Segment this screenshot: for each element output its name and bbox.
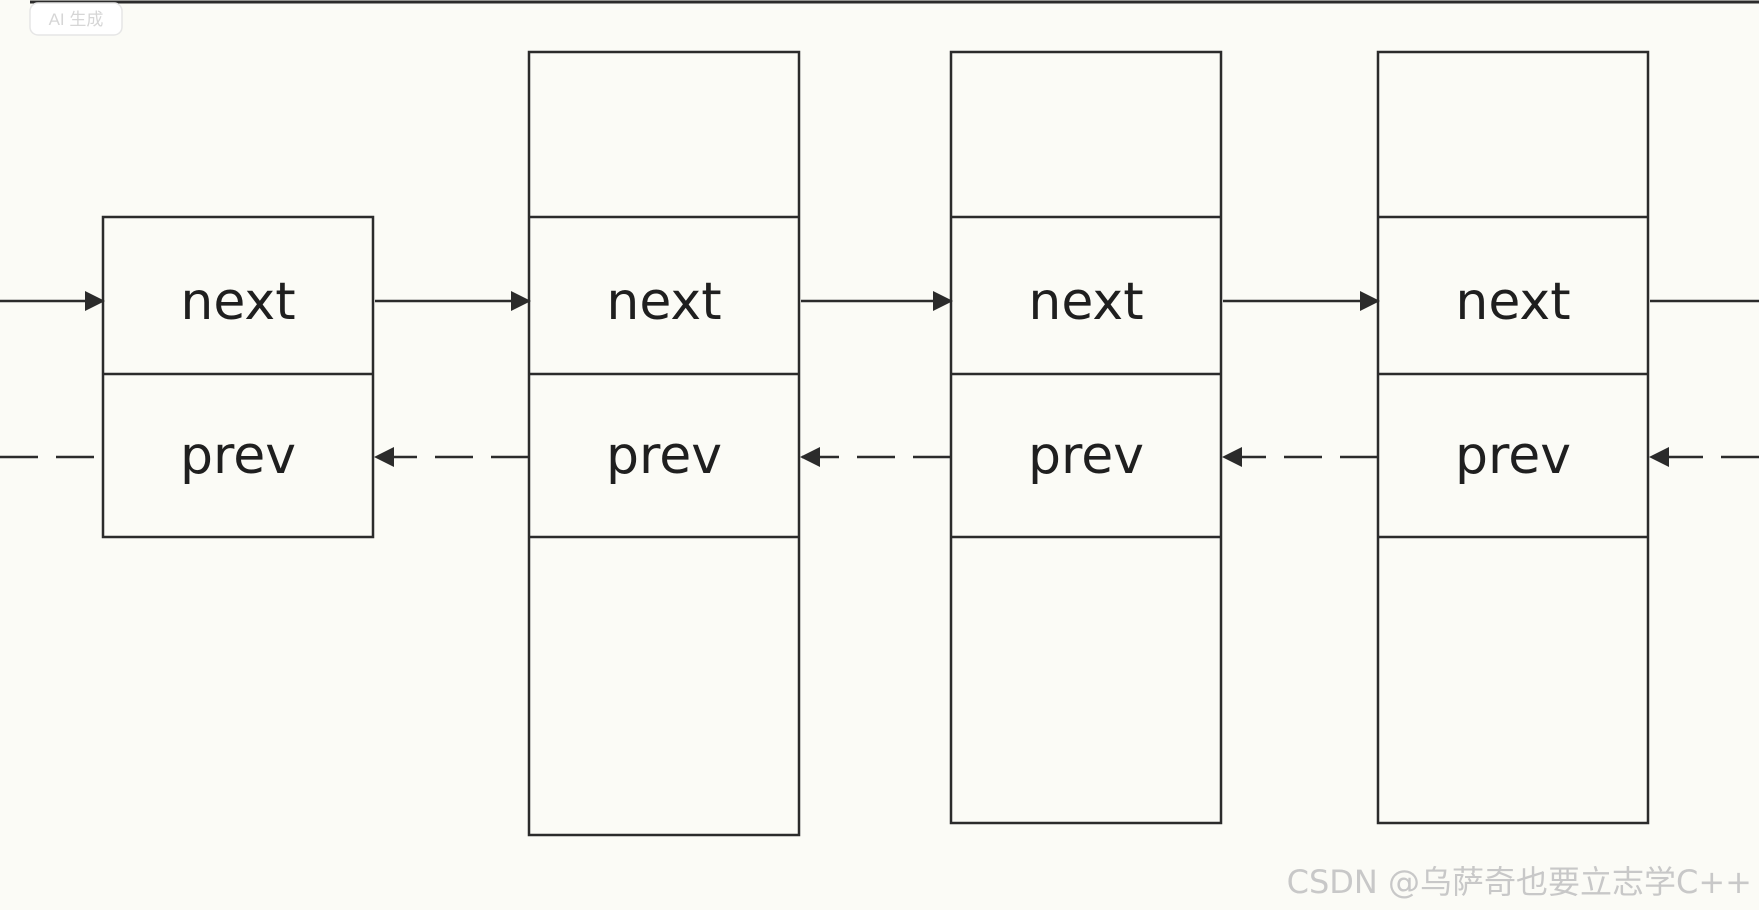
node-3-next-label: next: [1028, 272, 1143, 332]
node-1-prev-label: prev: [180, 426, 296, 486]
node-3-box: [949, 50, 1223, 825]
node-2-prev-label: prev: [606, 426, 722, 486]
node-3-prev-label: prev: [1028, 426, 1144, 486]
node-4-next-label: next: [1455, 272, 1570, 332]
node-2: next prev: [527, 50, 801, 837]
node-3: next prev: [949, 50, 1223, 825]
node-2-box: [527, 50, 801, 837]
ai-generated-badge: AI 生成: [29, 2, 123, 36]
node-1: next prev: [101, 215, 375, 539]
node-1-box: [101, 215, 375, 539]
node-2-next-label: next: [606, 272, 721, 332]
node-1-next-label: next: [180, 272, 295, 332]
node-4-prev-label: prev: [1455, 426, 1571, 486]
ai-generated-badge-label: AI 生成: [49, 10, 104, 29]
node-4-box: [1376, 50, 1650, 825]
watermark-text: CSDN @乌萨奇也要立志学C++: [1287, 863, 1752, 901]
node-4: next prev: [1376, 50, 1650, 825]
